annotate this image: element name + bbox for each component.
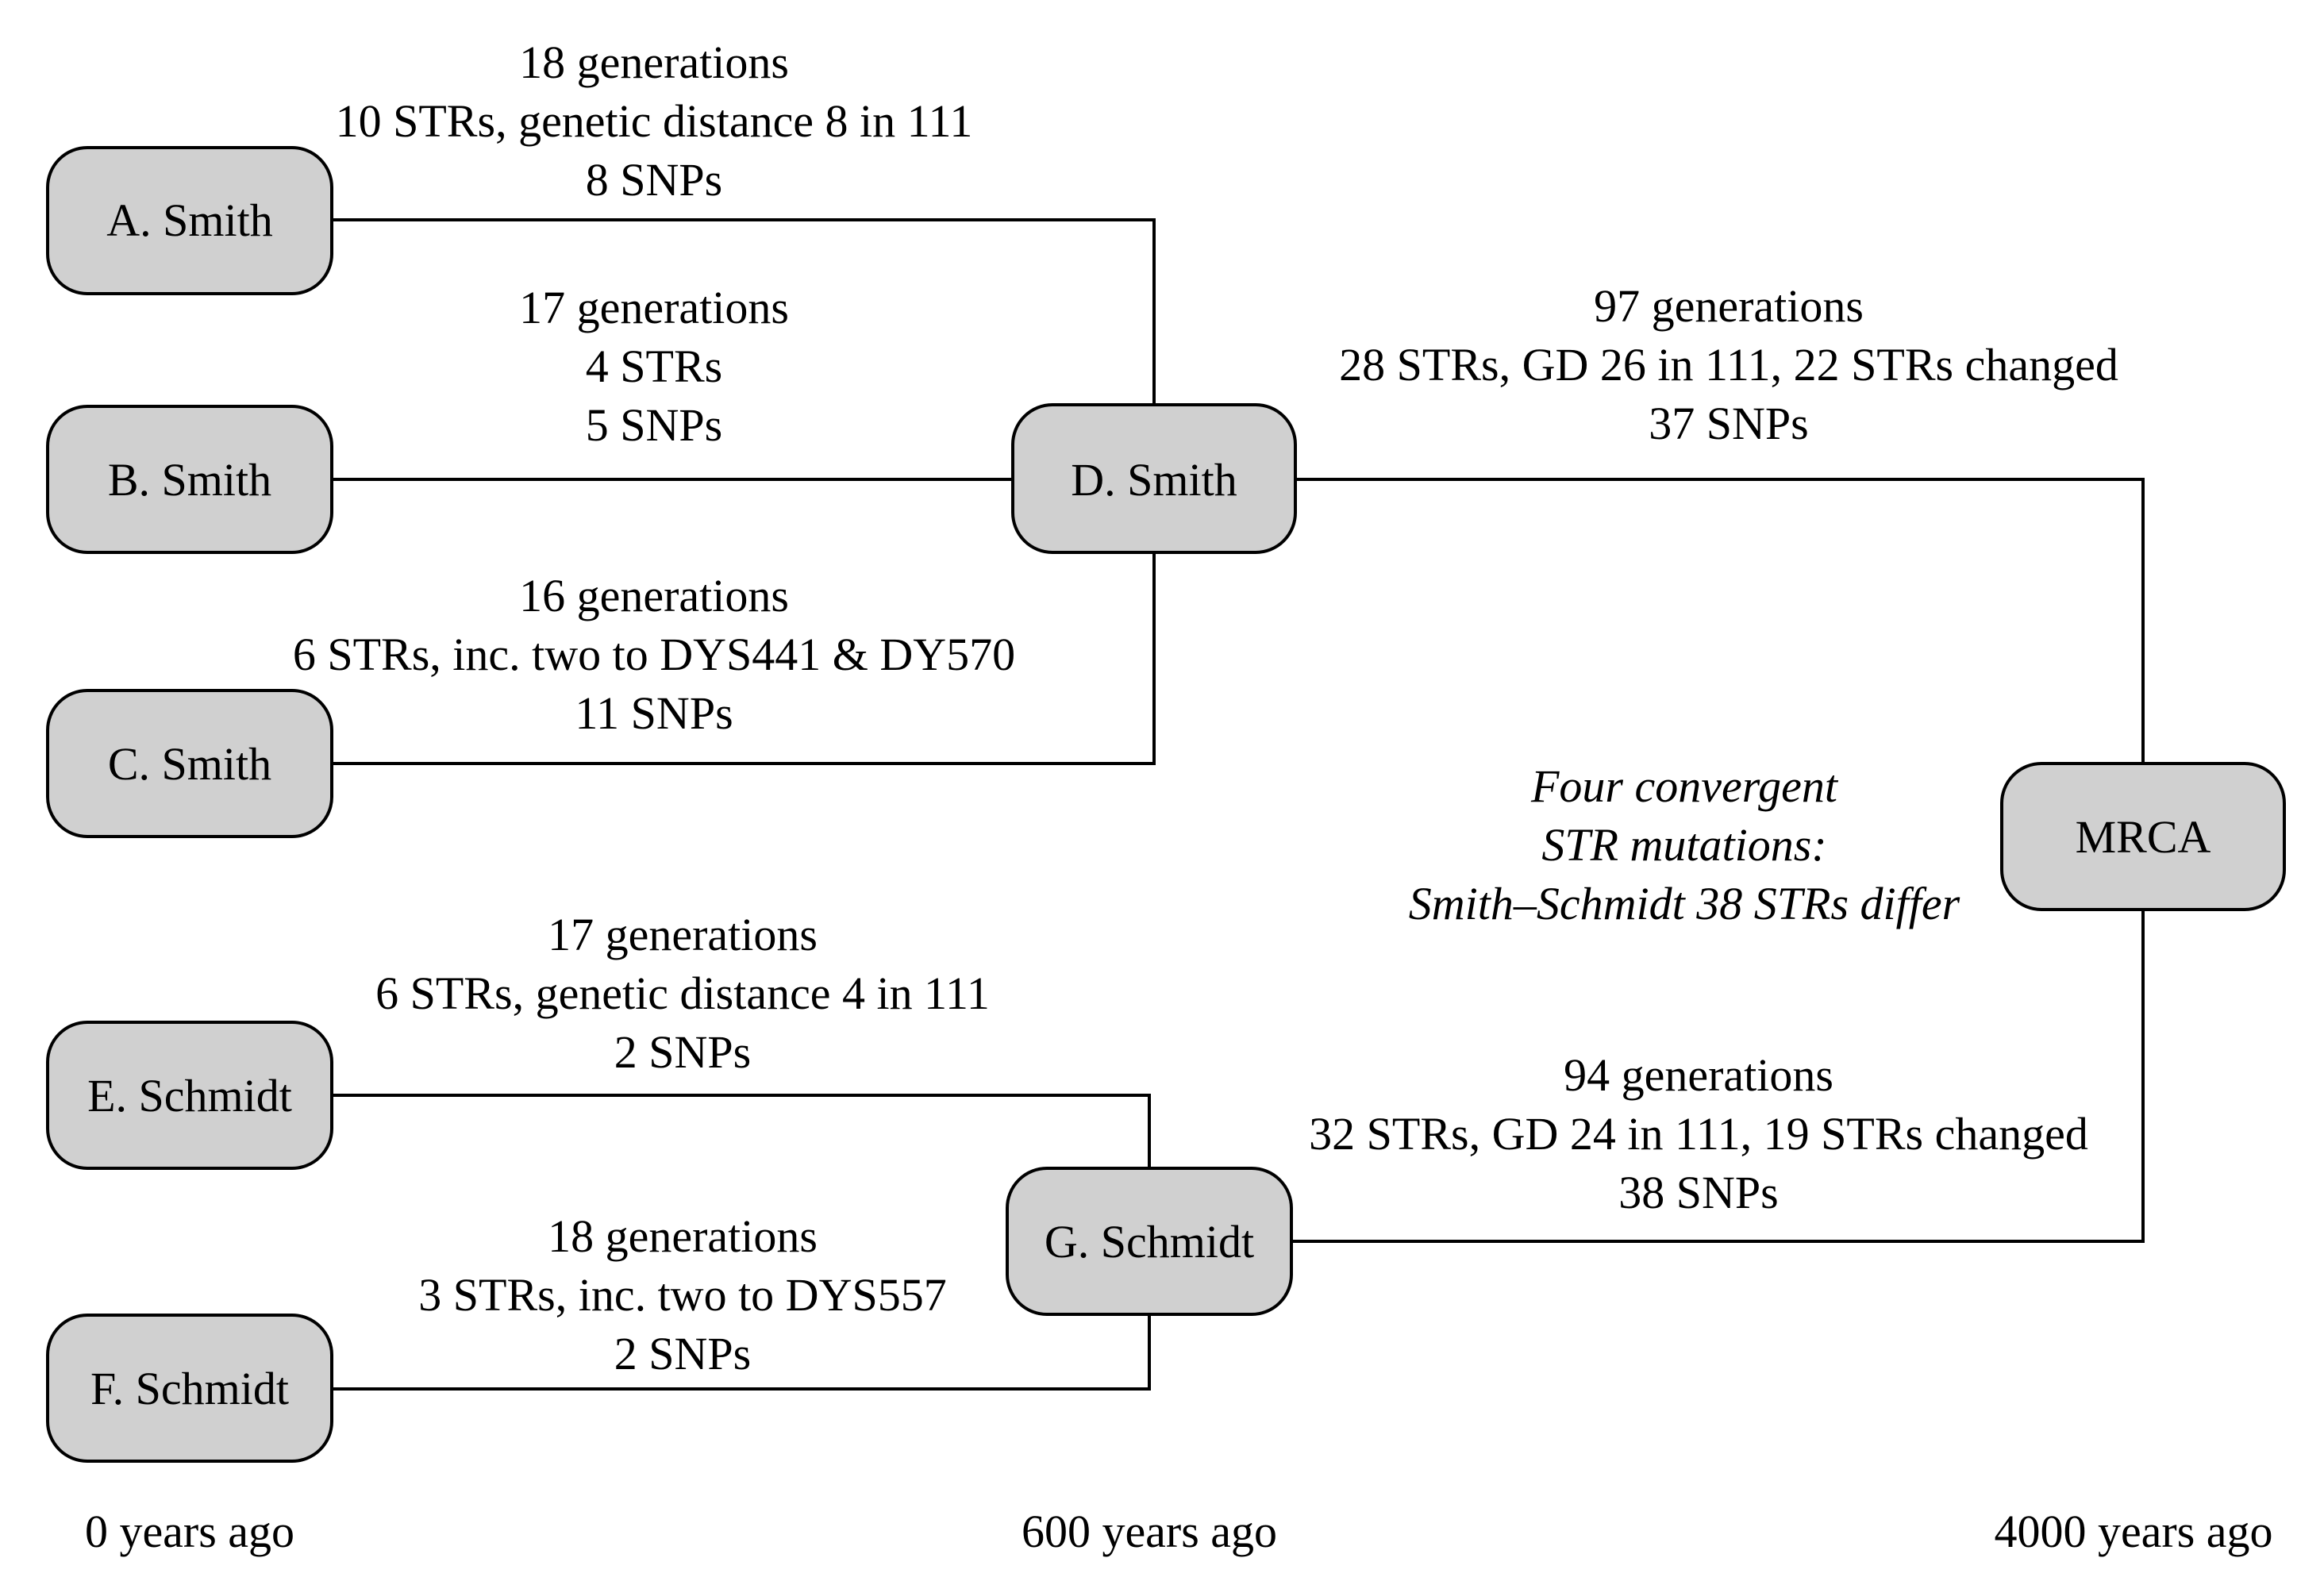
note-line-3: Smith–Schmidt 38 STRs differ bbox=[1409, 878, 1960, 929]
node-e-schmidt: E. Schmidt bbox=[46, 1021, 333, 1170]
annotation-generations: 18 generations bbox=[548, 1210, 818, 1262]
convergence-note: Four convergent STR mutations: Smith–Sch… bbox=[1409, 760, 1960, 929]
annotation-generations: 94 generations bbox=[1564, 1049, 1833, 1101]
edge-e-to-g bbox=[332, 1094, 1151, 1168]
node-label-f-schmidt: F. Schmidt bbox=[90, 1363, 289, 1414]
node-mrca: MRCA bbox=[2000, 762, 2286, 911]
node-label-b-smith: B. Smith bbox=[108, 454, 271, 506]
node-a-smith: A. Smith bbox=[46, 146, 333, 295]
node-d-smith: D. Smith bbox=[1011, 403, 1297, 554]
annotation-b-to-d: 17 generations 4 STRs 5 SNPs bbox=[519, 282, 789, 451]
annotation-snps: 2 SNPs bbox=[614, 1026, 751, 1078]
edge-a-to-d bbox=[332, 218, 1156, 405]
annotation-f-to-g: 18 generations 3 STRs, inc. two to DYS55… bbox=[418, 1210, 946, 1379]
annotation-c-to-d: 16 generations 6 STRs, inc. two to DYS44… bbox=[293, 570, 1015, 739]
node-g-schmidt: G. Schmidt bbox=[1006, 1167, 1293, 1316]
annotation-generations: 17 generations bbox=[548, 909, 818, 960]
node-label-mrca: MRCA bbox=[2076, 811, 2211, 863]
timeline-label-middle: 600 years ago bbox=[1022, 1506, 1277, 1557]
timeline: 0 years ago 600 years ago 4000 years ago bbox=[85, 1506, 2273, 1557]
edge-f-to-g bbox=[332, 1315, 1151, 1391]
annotation-snps: 8 SNPs bbox=[586, 154, 722, 206]
edge-d-to-mrca bbox=[1295, 478, 2145, 765]
node-label-d-smith: D. Smith bbox=[1071, 454, 1237, 506]
annotation-snps: 11 SNPs bbox=[575, 687, 733, 739]
annotation-strs: 3 STRs, inc. two to DYS557 bbox=[418, 1269, 946, 1321]
annotation-generations: 97 generations bbox=[1594, 280, 1864, 332]
annotation-generations: 18 generations bbox=[519, 37, 789, 88]
note-line-2: STR mutations: bbox=[1541, 819, 1826, 871]
annotation-strs: 6 STRs, inc. two to DYS441 & DY570 bbox=[293, 629, 1015, 680]
annotation-strs: 6 STRs, genetic distance 4 in 111 bbox=[375, 967, 990, 1019]
edge-c-to-d bbox=[332, 552, 1156, 765]
annotation-e-to-g: 17 generations 6 STRs, genetic distance … bbox=[375, 909, 990, 1078]
annotation-snps: 37 SNPs bbox=[1649, 398, 1808, 449]
node-c-smith: C. Smith bbox=[46, 689, 333, 838]
annotation-strs: 32 STRs, GD 24 in 111, 19 STRs changed bbox=[1309, 1108, 2088, 1160]
node-label-g-schmidt: G. Schmidt bbox=[1045, 1216, 1254, 1267]
annotation-generations: 17 generations bbox=[519, 282, 789, 333]
node-label-c-smith: C. Smith bbox=[108, 738, 271, 790]
annotation-strs: 4 STRs bbox=[586, 340, 722, 392]
note-line-1: Four convergent bbox=[1530, 760, 1839, 812]
edge-g-to-mrca bbox=[1291, 910, 2145, 1243]
annotation-d-to-mrca: 97 generations 28 STRs, GD 26 in 111, 22… bbox=[1339, 280, 2118, 449]
node-label-e-schmidt: E. Schmidt bbox=[87, 1070, 292, 1121]
annotation-snps: 38 SNPs bbox=[1618, 1167, 1778, 1218]
annotation-g-to-mrca: 94 generations 32 STRs, GD 24 in 111, 19… bbox=[1309, 1049, 2088, 1218]
timeline-label-left: 0 years ago bbox=[85, 1506, 294, 1557]
timeline-label-right: 4000 years ago bbox=[1994, 1506, 2272, 1557]
annotation-strs: 10 STRs, genetic distance 8 in 111 bbox=[336, 95, 973, 147]
annotation-generations: 16 generations bbox=[519, 570, 789, 621]
node-f-schmidt: F. Schmidt bbox=[46, 1314, 333, 1463]
annotation-snps: 5 SNPs bbox=[586, 399, 722, 451]
node-b-smith: B. Smith bbox=[46, 405, 333, 554]
node-label-a-smith: A. Smith bbox=[106, 194, 273, 246]
annotation-a-to-d: 18 generations 10 STRs, genetic distance… bbox=[336, 37, 973, 206]
annotation-strs: 28 STRs, GD 26 in 111, 22 STRs changed bbox=[1339, 339, 2118, 390]
annotation-snps: 2 SNPs bbox=[614, 1328, 751, 1379]
